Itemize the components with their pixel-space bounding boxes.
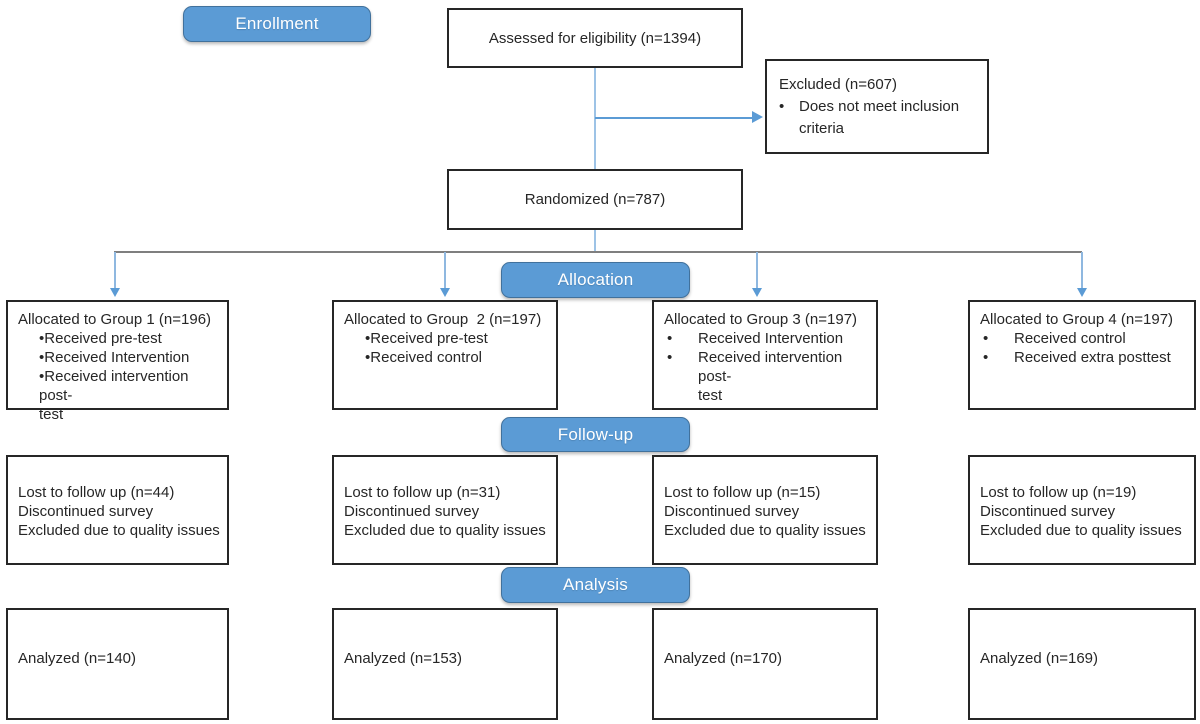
box-followup-group3: Lost to follow up (n=15) Discontinued su… [652, 455, 878, 565]
bullet-text: Received pre-test [44, 330, 162, 347]
bullet-marker: • [667, 330, 673, 347]
banner-enrollment: Enrollment [183, 6, 371, 42]
bullet-text: Received extra posttest [1014, 349, 1171, 366]
box-followup-group2: Lost to follow up (n=31) Discontinued su… [332, 455, 558, 565]
bullet-text: Received Intervention [698, 330, 844, 347]
box-followup-group4: Lost to follow up (n=19) Discontinued su… [968, 455, 1196, 565]
connector-to-excluded [595, 117, 752, 119]
bullet-marker: • [39, 368, 45, 385]
bullet-text: Received pre-test [370, 330, 488, 347]
excluded-title: Excluded (n=607) [779, 76, 897, 93]
followup-line: Lost to follow up (n=19) [980, 484, 1137, 501]
banner-followup: Follow-up [501, 417, 690, 452]
analysis-label: Analyzed (n=153) [344, 649, 462, 667]
box-allocation-group4: Allocated to Group 4 (n=197) • Received c… [968, 300, 1196, 410]
connector-assessed-to-randomized [594, 68, 596, 170]
box-allocation-group2: Allocated to Group 2 (n=197) •Received p… [332, 300, 558, 410]
followup-line: Discontinued survey [344, 503, 480, 520]
followup-line: Excluded due to quality issues [344, 522, 546, 539]
bullet-marker: • [983, 330, 989, 347]
arrow-right-icon [752, 111, 763, 123]
bullet-text: Received intervention post- test [698, 349, 843, 404]
connector-drop-group3 [756, 252, 758, 289]
box-analysis-group2: Analyzed (n=153) [332, 608, 558, 720]
connector-drop-group2 [444, 252, 446, 289]
bullet-item: •Received pre-test [39, 329, 227, 348]
bullet-text: Received control [370, 349, 482, 366]
bullet-marker: • [365, 330, 371, 347]
arrow-down-icon-group4 [1077, 288, 1087, 297]
followup-line: Discontinued survey [980, 503, 1116, 520]
box-analysis-group1: Analyzed (n=140) [6, 608, 229, 720]
bullet-marker: • [779, 98, 785, 115]
followup-line: Excluded due to quality issues [980, 522, 1182, 539]
bullet-marker: • [365, 349, 371, 366]
bullet-item: •Received Intervention [39, 348, 227, 367]
bullet-text: Received Intervention [44, 349, 190, 366]
bullet-marker: • [39, 330, 45, 347]
bullet-marker: • [667, 349, 673, 366]
bullet-item: • Received extra posttest [970, 348, 1194, 367]
followup-line: Excluded due to quality issues [664, 522, 866, 539]
followup-line: Excluded due to quality issues [18, 522, 220, 539]
excluded-bullet: • Does not meet inclusion criteria [767, 96, 987, 140]
bullet-text: Received intervention post- test [39, 368, 189, 423]
followup-line: Discontinued survey [18, 503, 154, 520]
arrow-down-icon-group3 [752, 288, 762, 297]
bullet-item: •Received intervention post- test [39, 367, 227, 424]
connector-split-line [114, 251, 1082, 253]
connector-drop-group4 [1081, 252, 1083, 289]
bullet-item: •Received control [365, 348, 556, 367]
box-analysis-group3: Analyzed (n=170) [652, 608, 878, 720]
box-followup-group1: Lost to follow up (n=44) Discontinued su… [6, 455, 229, 565]
followup-line: Lost to follow up (n=31) [344, 484, 501, 501]
banner-allocation: Allocation [501, 262, 690, 298]
bullet-item: • Received Intervention [654, 329, 876, 348]
arrow-down-icon-group1 [110, 288, 120, 297]
bullet-item: •Received pre-test [365, 329, 556, 348]
box-excluded: Excluded (n=607) • Does not meet inclusi… [765, 59, 989, 154]
bullet-marker: • [983, 349, 989, 366]
box-allocation-group1: Allocated to Group 1 (n=196) •Received p… [6, 300, 229, 423]
box-assessed-eligibility: Assessed for eligibility (n=1394) [447, 8, 743, 68]
followup-line: Lost to follow up (n=44) [18, 484, 175, 501]
excluded-reason: Does not meet inclusion criteria [799, 98, 960, 137]
followup-line: Discontinued survey [664, 503, 800, 520]
allocation-title: Allocated to Group 1 (n=196) [18, 311, 212, 328]
allocation-title: Allocated to Group 3 (n=197) [664, 311, 858, 328]
box-analysis-group4: Analyzed (n=169) [968, 608, 1196, 720]
bullet-text: Received control [1014, 330, 1126, 347]
banner-analysis: Analysis [501, 567, 690, 603]
analysis-label: Analyzed (n=170) [664, 649, 782, 667]
analysis-label: Analyzed (n=169) [980, 649, 1098, 667]
randomized-label: Randomized (n=787) [524, 191, 666, 208]
allocation-title: Allocated to Group 2 (n=197) [344, 311, 542, 328]
allocation-title: Allocated to Group 4 (n=197) [980, 311, 1174, 328]
followup-line: Lost to follow up (n=15) [664, 484, 821, 501]
arrow-down-icon-group2 [440, 288, 450, 297]
connector-drop-group1 [114, 252, 116, 289]
analysis-label: Analyzed (n=140) [18, 649, 136, 667]
box-randomized: Randomized (n=787) [447, 169, 743, 230]
bullet-item: • Received intervention post- test [654, 348, 876, 405]
connector-randomized-drop [594, 230, 596, 252]
bullet-marker: • [39, 349, 45, 366]
bullet-item: • Received control [970, 329, 1194, 348]
box-allocation-group3: Allocated to Group 3 (n=197) • Received I… [652, 300, 878, 410]
assessed-label: Assessed for eligibility (n=1394) [488, 29, 702, 47]
